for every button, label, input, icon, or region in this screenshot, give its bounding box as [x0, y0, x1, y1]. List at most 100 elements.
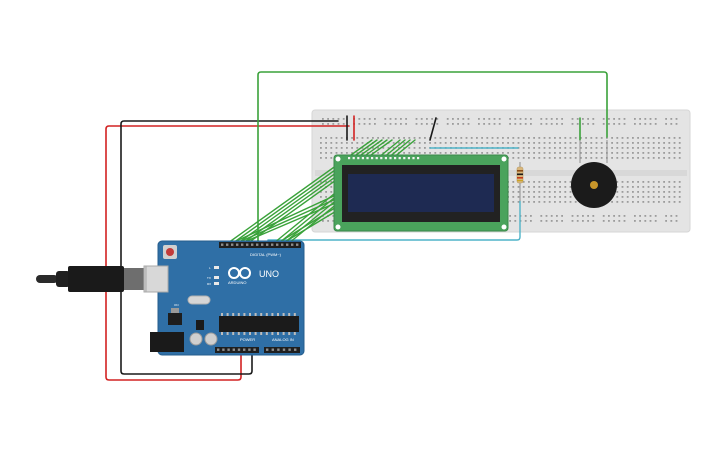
breadboard-hole: [470, 152, 473, 154]
breadboard-hole: [592, 123, 595, 125]
chip-pin: [271, 313, 274, 316]
breadboard-hole: [405, 123, 407, 125]
breadboard-hole: [556, 123, 558, 125]
breadboard-hole: [621, 137, 624, 139]
arduino-logo-icon: [228, 267, 251, 279]
breadboard-hole: [637, 142, 639, 144]
breadboard-hole: [519, 118, 522, 120]
breadboard-hole: [626, 152, 629, 154]
breadboard-hole: [424, 142, 426, 144]
breadboard-hole: [616, 152, 619, 154]
digital-header-pins: [221, 243, 299, 246]
breadboard-hole: [564, 191, 567, 193]
breadboard-hole: [538, 191, 541, 193]
breadboard-hole: [403, 147, 405, 149]
chip-pin: [237, 332, 240, 335]
lcd-pin: [366, 157, 369, 160]
breadboard-hole: [580, 147, 582, 149]
breadboard-hole: [543, 196, 546, 198]
breadboard-hole: [528, 181, 530, 183]
breadboard-hole: [476, 142, 478, 144]
breadboard-hole: [673, 137, 676, 139]
breadboard-hole: [481, 137, 483, 139]
resistor[interactable]: [516, 162, 524, 201]
breadboard-hole: [530, 220, 532, 222]
lcd-mount-hole: [335, 156, 341, 162]
breadboard-hole: [509, 220, 511, 222]
breadboard-hole: [452, 123, 454, 125]
lcd-display[interactable]: [333, 154, 509, 232]
breadboard-hole: [658, 152, 660, 154]
digital-pin: [236, 243, 239, 246]
breadboard-hole: [637, 191, 639, 193]
breadboard-hole: [434, 142, 437, 144]
digital-pin: [221, 243, 224, 246]
breadboard-hole: [356, 147, 359, 149]
breadboard-hole: [550, 118, 553, 120]
analog-pin: [266, 348, 269, 351]
breadboard-hole: [561, 220, 563, 222]
breadboard-hole: [642, 186, 645, 188]
breadboard-hole: [322, 123, 324, 125]
breadboard-hole: [600, 152, 603, 154]
lcd-pin: [389, 157, 392, 160]
breadboard-hole: [602, 220, 605, 222]
breadboard-hole: [512, 152, 515, 154]
breadboard-hole: [320, 152, 322, 154]
breadboard-hole: [330, 181, 333, 183]
breadboard-hole: [434, 137, 437, 139]
breadboard-hole: [538, 152, 541, 154]
digital-pin: [281, 243, 284, 246]
breadboard-hole: [663, 181, 665, 183]
breadboard-hole: [522, 152, 525, 154]
breadboard-hole: [528, 142, 530, 144]
breadboard-hole: [574, 137, 577, 139]
breadboard-hole: [538, 142, 541, 144]
breadboard-hole: [533, 181, 535, 183]
breadboard-hole: [658, 157, 660, 159]
breadboard-hole: [496, 142, 499, 144]
breadboard-hole: [652, 152, 655, 154]
breadboard-hole: [554, 147, 556, 149]
breadboard-hole: [450, 152, 452, 154]
wire-green-buzzer: [257, 71, 608, 244]
breadboard-hole: [644, 220, 647, 222]
breadboard-hole: [545, 118, 548, 120]
chip-pin: [221, 332, 223, 335]
breadboard-hole: [626, 137, 629, 139]
breadboard-hole: [502, 137, 504, 139]
breadboard-hole: [351, 142, 353, 144]
breadboard-hole: [678, 147, 681, 149]
breadboard-hole: [538, 196, 541, 198]
breadboard-hole: [403, 137, 405, 139]
breadboard-hole: [426, 123, 428, 125]
breadboard-hole: [533, 137, 535, 139]
breadboard-hole: [571, 123, 574, 125]
breadboard-hole: [335, 152, 338, 154]
breadboard-hole: [663, 186, 665, 188]
breadboard-hole: [554, 201, 556, 203]
breadboard-hole: [571, 215, 574, 217]
breadboard-hole: [673, 181, 676, 183]
digital-header: [219, 242, 301, 248]
breadboard-hole: [576, 220, 579, 222]
breadboard-hole: [649, 215, 652, 217]
breadboard-hole: [678, 191, 681, 193]
breadboard-hole: [569, 152, 572, 154]
breadboard-hole: [569, 157, 572, 159]
arduino-uno-board[interactable]: DIGITAL (PWM~) UNO ARDUINO L TX RX: [145, 240, 305, 356]
breadboard-hole: [564, 186, 567, 188]
piezo-buzzer[interactable]: [571, 140, 617, 208]
digital-pin: [251, 243, 254, 246]
breadboard-hole: [556, 220, 558, 222]
breadboard-hole: [634, 220, 636, 222]
breadboard-hole: [642, 152, 645, 154]
breadboard-hole: [556, 215, 558, 217]
breadboard-hole: [639, 123, 641, 125]
lcd-screen: [348, 174, 494, 212]
breadboard-hole: [600, 157, 603, 159]
breadboard-hole: [642, 201, 645, 203]
breadboard-hole: [632, 142, 634, 144]
breadboard-hole: [670, 118, 673, 120]
